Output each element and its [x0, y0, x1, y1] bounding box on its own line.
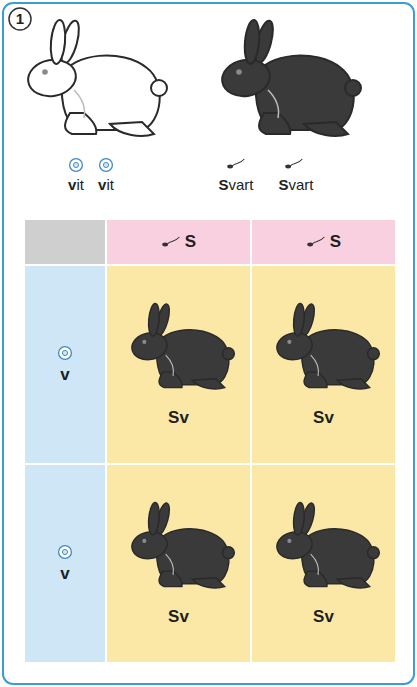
- egg-header-cell: v: [25, 465, 105, 662]
- rabbit-icon: [120, 501, 238, 597]
- allele-label: S: [330, 232, 341, 252]
- rabbit-icon: [265, 501, 383, 597]
- egg-icon: [57, 345, 73, 361]
- gamete-label: Svart: [218, 176, 253, 194]
- allele-label: v: [60, 365, 69, 385]
- gamete-label: Svart: [278, 176, 313, 194]
- allele-label: S: [185, 232, 196, 252]
- allele-label: Sv: [313, 408, 334, 428]
- sperm-icon: [161, 235, 181, 249]
- rabbit-icon: [265, 302, 383, 398]
- egg-icon: [57, 544, 73, 560]
- sperm-header-cell: S: [252, 220, 395, 264]
- allele-label: Sv: [168, 607, 189, 627]
- punnett-cell: Sv: [252, 465, 395, 662]
- allele-label: Sv: [313, 607, 334, 627]
- punnett-cell: Sv: [107, 266, 250, 463]
- punnett-cell: Sv: [107, 465, 250, 662]
- allele-label: Sv: [168, 408, 189, 428]
- allele-label: v: [60, 564, 69, 584]
- gamete-label: vit: [68, 176, 84, 194]
- callout-number: 1: [16, 10, 24, 28]
- gamete-label: vit: [98, 176, 114, 194]
- rabbit-icon: [120, 302, 238, 398]
- sperm-header-cell: S: [107, 220, 250, 264]
- egg-header-cell: v: [25, 266, 105, 463]
- sperm-icon: [306, 235, 326, 249]
- punnett-cell: Sv: [252, 266, 395, 463]
